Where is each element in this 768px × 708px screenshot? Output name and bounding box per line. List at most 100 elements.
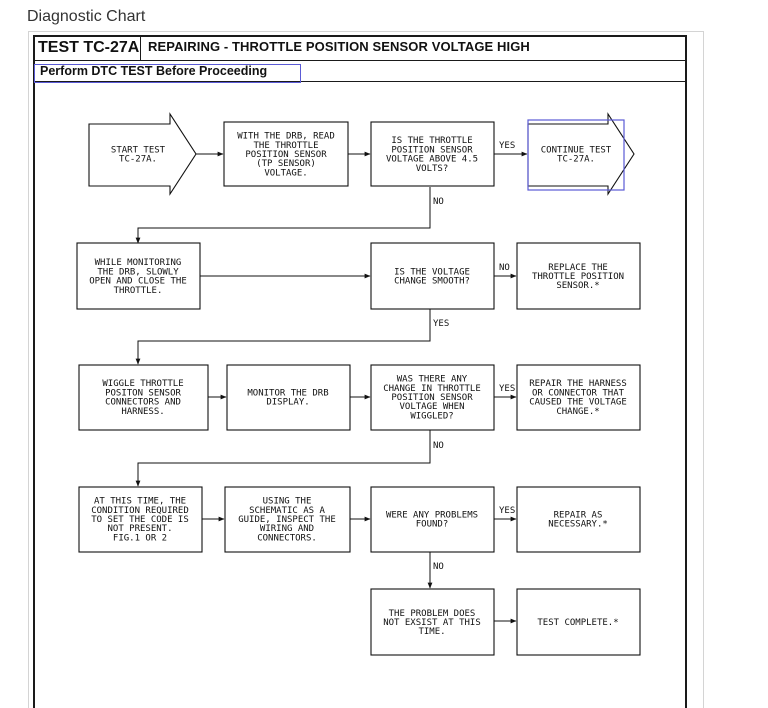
node-read-drb: [223, 121, 349, 187]
node-line: GUIDE, INSPECT THE: [238, 515, 336, 525]
node-line: SCHEMATIC AS A: [249, 506, 325, 516]
node-q-problems: [370, 486, 495, 553]
node-line: TC-27A.: [557, 155, 595, 165]
node-line: WIGGLED?: [410, 411, 453, 421]
node-monitor-open: [76, 242, 201, 310]
node-line: VOLTAGE ABOVE 4.5: [386, 155, 478, 165]
header-row: [33, 35, 687, 61]
node-line: OPEN AND CLOSE THE: [89, 277, 187, 287]
test-id: TEST TC-27A: [35, 37, 141, 60]
node-wiggle: [78, 364, 209, 431]
node-line: FOUND?: [416, 520, 449, 530]
label-q4-no: NO: [433, 562, 444, 572]
node-line: CAUSED THE VOLTAGE: [529, 398, 627, 408]
node-line: POSITON SENSOR: [105, 388, 181, 398]
node-q-change: [370, 364, 495, 431]
node-line: IS THE VOLTAGE: [394, 267, 470, 277]
label-q1-yes: YES: [499, 141, 515, 151]
label-q2-no: NO: [499, 263, 510, 273]
label-q1-no: NO: [433, 197, 444, 207]
node-line: WIGGLE THROTTLE: [102, 379, 183, 389]
node-start-arrow: [88, 112, 197, 196]
node-line: POSITION SENSOR: [391, 393, 473, 403]
node-line: HARNESS.: [121, 407, 164, 417]
node-line: REPAIR AS: [554, 510, 603, 520]
chart-sheet: [33, 35, 687, 708]
note-row: [33, 61, 687, 82]
node-line: CONDITION REQUIRED: [91, 506, 189, 516]
node-line: NECESSARY.*: [548, 520, 608, 530]
node-continue-arrow: [527, 112, 635, 196]
node-line: WIRING AND: [260, 524, 314, 534]
node-condition: [78, 486, 203, 553]
node-line: VOLTS?: [416, 164, 449, 174]
node-line: DISPLAY.: [266, 398, 309, 408]
node-line: VOLTAGE WHEN: [399, 402, 464, 412]
node-line: START TEST: [111, 145, 166, 155]
node-line: OR CONNECTOR THAT: [532, 388, 625, 398]
node-line: THE THROTTLE: [253, 141, 318, 151]
node-monitor-display: [226, 364, 351, 431]
node-line: WHILE MONITORING: [95, 258, 182, 268]
label-q4-yes: YES: [499, 506, 515, 516]
node-line: TO SET THE CODE IS: [91, 515, 189, 525]
node-line: AT THIS TIME, THE: [94, 497, 186, 507]
node-line: WITH THE DRB, READ: [237, 132, 335, 142]
node-line: TEST COMPLETE.*: [537, 618, 618, 628]
node-line: NOT EXSIST AT THIS: [383, 618, 481, 628]
node-line: CONNECTORS.: [257, 533, 317, 543]
node-line: CHANGE IN THROTTLE: [383, 384, 481, 394]
node-line: THE DRB, SLOWLY: [97, 267, 179, 277]
edge-q2-wiggle: [135, 309, 431, 365]
node-text-complete: TEST COMPLETE.*: [537, 618, 618, 628]
node-line: NOT PRESENT.: [107, 524, 172, 534]
node-line: TIME.: [418, 627, 445, 637]
label-q3-yes: YES: [499, 384, 515, 394]
node-line: (TP SENSOR): [256, 159, 316, 169]
node-complete: [516, 588, 641, 656]
label-q3-no: NO: [433, 441, 444, 451]
node-line: REPLACE THE: [548, 263, 608, 273]
continue-selection-highlight: [527, 119, 625, 191]
node-q-smooth: [370, 242, 495, 310]
node-line: POSITION SENSOR: [391, 145, 473, 155]
node-replace: [516, 242, 641, 310]
edge-q3-condition: [135, 430, 431, 487]
node-line: IS THE THROTTLE: [391, 136, 472, 146]
node-line: POSITION SENSOR: [245, 150, 327, 160]
node-repair-harness: [516, 364, 641, 431]
node-line: CHANGE.*: [556, 407, 599, 417]
node-line: TC-27A.: [119, 155, 157, 165]
node-line: THROTTLE POSITION: [532, 272, 624, 282]
precondition-note: Perform DTC TEST Before Proceeding: [40, 64, 268, 78]
node-line: CHANGE SMOOTH?: [394, 277, 470, 287]
node-line: WERE ANY PROBLEMS: [386, 510, 478, 520]
node-line: SENSOR.*: [556, 281, 599, 291]
node-repair-necessary: [516, 486, 641, 553]
test-title: REPAIRING - THROTTLE POSITION SENSOR VOL…: [148, 39, 530, 54]
node-line: FIG.1 OR 2: [113, 533, 167, 543]
node-line: MONITOR THE DRB: [247, 388, 328, 398]
edge-q1-monitor: [135, 187, 431, 244]
node-schematic: [224, 486, 351, 553]
diagram-caption: Diagnostic Chart: [27, 8, 146, 25]
node-line: WAS THERE ANY: [397, 375, 468, 385]
node-q-above: [370, 121, 495, 187]
node-line: THROTTLE.: [114, 286, 163, 296]
node-line: CONTINUE TEST: [541, 145, 612, 155]
